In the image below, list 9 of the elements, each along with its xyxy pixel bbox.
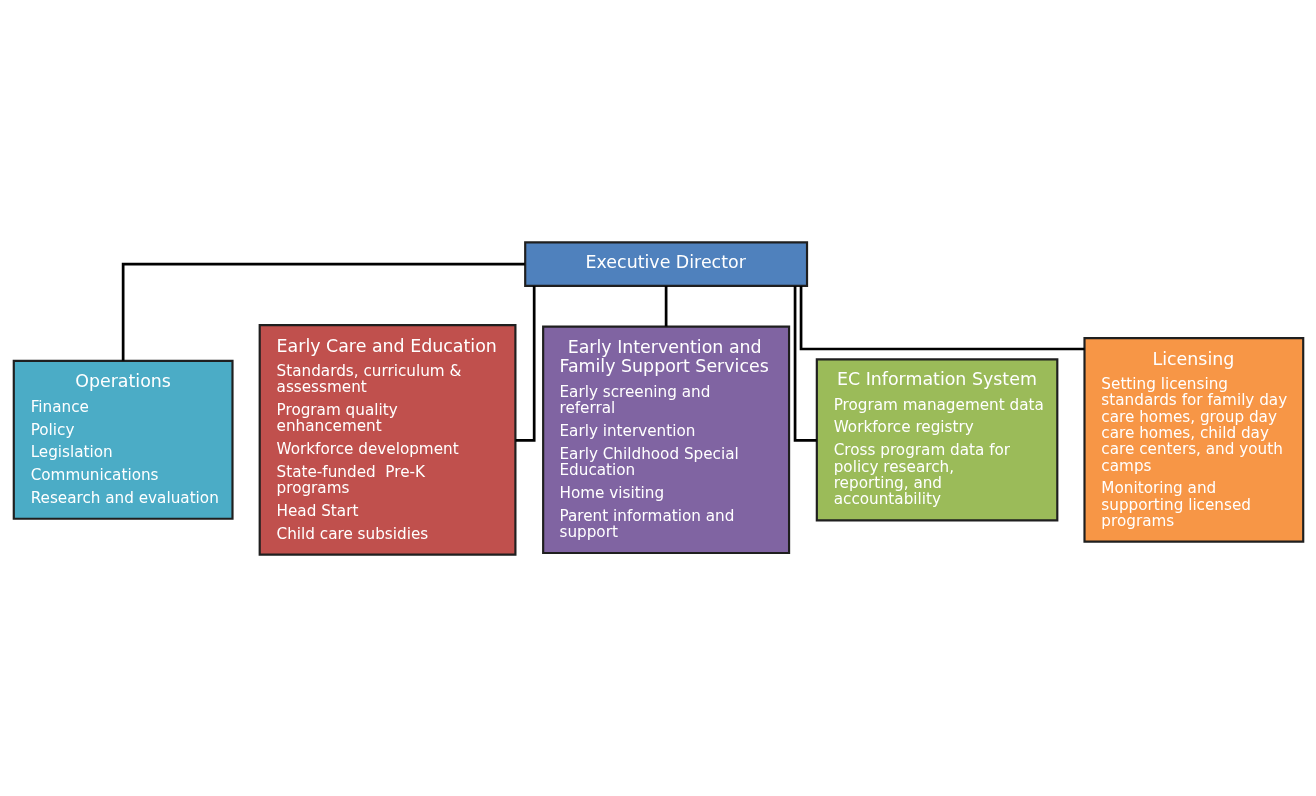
node-box: Early Care and Education Standards, curriculum & assessment Program quality enhancement Workforce development State-funded Pre-K programs Head Start Child care subsidies — [258, 323, 516, 556]
connector — [664, 285, 667, 326]
connector — [799, 285, 1084, 350]
connector — [121, 262, 525, 361]
node-box: Licensing Setting licensing standards for family day care homes, group day care homes, child day care centers, and youth camps Monitoring and supporting licensed programs — [1082, 336, 1304, 543]
node-box: Operations Finance Policy Legislation Communications Research and evaluation — [12, 359, 234, 520]
node-box: EC Information System Program management data Workforce registry Cross program data for policy research, reporting, and accountability — [815, 357, 1058, 521]
node-box: Early Intervention and Family Support Services Early screening and referral Early intervention Early Childhood Special Education Home visiting Parent information and support — [541, 325, 790, 554]
node-box: Executive Director — [523, 240, 808, 287]
